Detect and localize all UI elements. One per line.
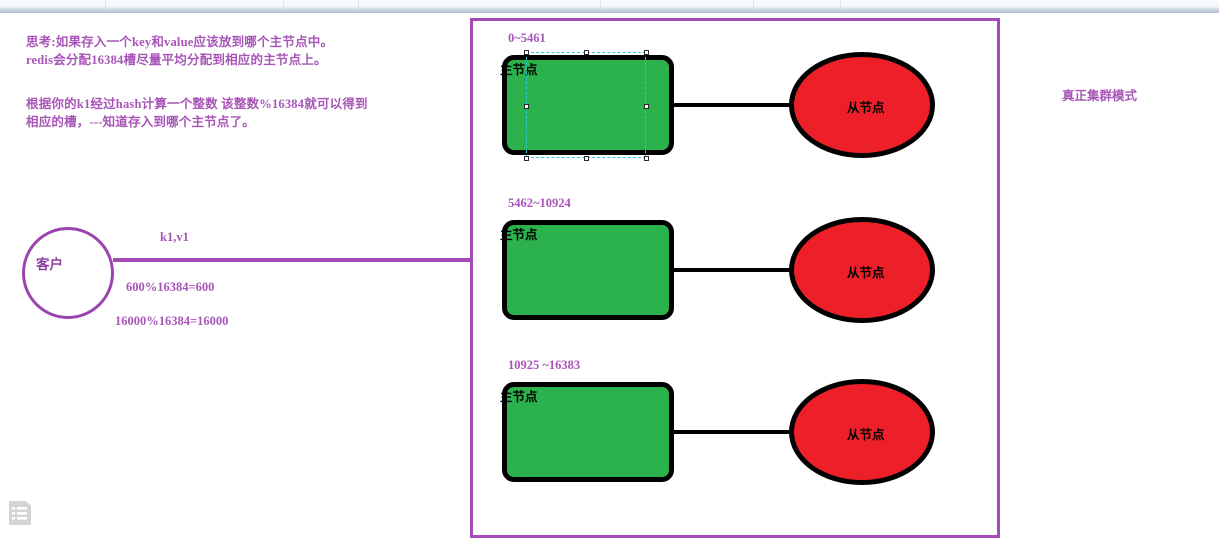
note-text-hash-slot-explanation: 根据你的k1经过hash计算一个整数 该整数%16384就可以得到 相应的槽，-…	[26, 97, 368, 129]
master-node-box[interactable]	[502, 220, 674, 320]
cluster-panel[interactable]: 0~5461 主节点 从节点 5462~10924 主节点	[470, 18, 1000, 538]
application-top-bar	[0, 0, 1219, 13]
cluster-row: 0~5461 主节点 从节点	[473, 31, 1003, 191]
slave-node-ellipse[interactable]	[789, 379, 935, 485]
master-node-label: 主节点	[500, 390, 538, 404]
slot-range-label: 10925 ~16383	[508, 358, 581, 372]
topbar-divider	[358, 0, 359, 9]
slave-node-label: 从节点	[847, 101, 885, 115]
diagram-canvas[interactable]: 思考:如果存入一个key和value应该放到哪个主节点中。 redis会分配16…	[0, 13, 1219, 544]
slave-node-label: 从节点	[847, 428, 885, 442]
cluster-row: 10925 ~16383 主节点 从节点	[473, 358, 1003, 518]
slave-node-ellipse[interactable]	[789, 217, 935, 323]
slot-range-label: 5462~10924	[508, 196, 571, 210]
slave-node-ellipse[interactable]	[789, 52, 935, 158]
resize-handle-bottom-center[interactable]	[584, 156, 589, 161]
slot-range-label: 0~5461	[508, 31, 546, 45]
master-slave-connector	[673, 268, 795, 272]
client-node-circle[interactable]	[22, 227, 114, 319]
slot-calculation-label-1: 600%16384=600	[126, 280, 215, 294]
resize-handle-bottom-left[interactable]	[524, 156, 529, 161]
topbar-divider	[105, 0, 106, 9]
topbar-divider	[283, 0, 284, 9]
master-slave-connector	[673, 430, 795, 434]
document-list-icon[interactable]	[8, 500, 32, 526]
note-text-hashing-question: 思考:如果存入一个key和value应该放到哪个主节点中。 redis会分配16…	[26, 35, 334, 67]
client-node-label: 客户	[36, 257, 63, 272]
master-node-label: 主节点	[500, 63, 538, 77]
key-value-label: k1,v1	[160, 230, 189, 244]
topbar-divider	[753, 0, 754, 9]
topbar-divider	[840, 0, 841, 9]
resize-handle-bottom-right[interactable]	[644, 156, 649, 161]
cluster-row: 5462~10924 主节点 从节点	[473, 196, 1003, 356]
master-node-box[interactable]	[502, 382, 674, 482]
master-slave-connector	[673, 103, 795, 107]
slave-node-label: 从节点	[847, 266, 885, 280]
client-to-cluster-connector[interactable]	[113, 258, 471, 262]
slot-calculation-label-2: 16000%16384=16000	[115, 314, 229, 328]
cluster-mode-caption: 真正集群模式	[1062, 89, 1138, 103]
topbar-divider	[600, 0, 601, 9]
master-node-label: 主节点	[500, 228, 538, 242]
